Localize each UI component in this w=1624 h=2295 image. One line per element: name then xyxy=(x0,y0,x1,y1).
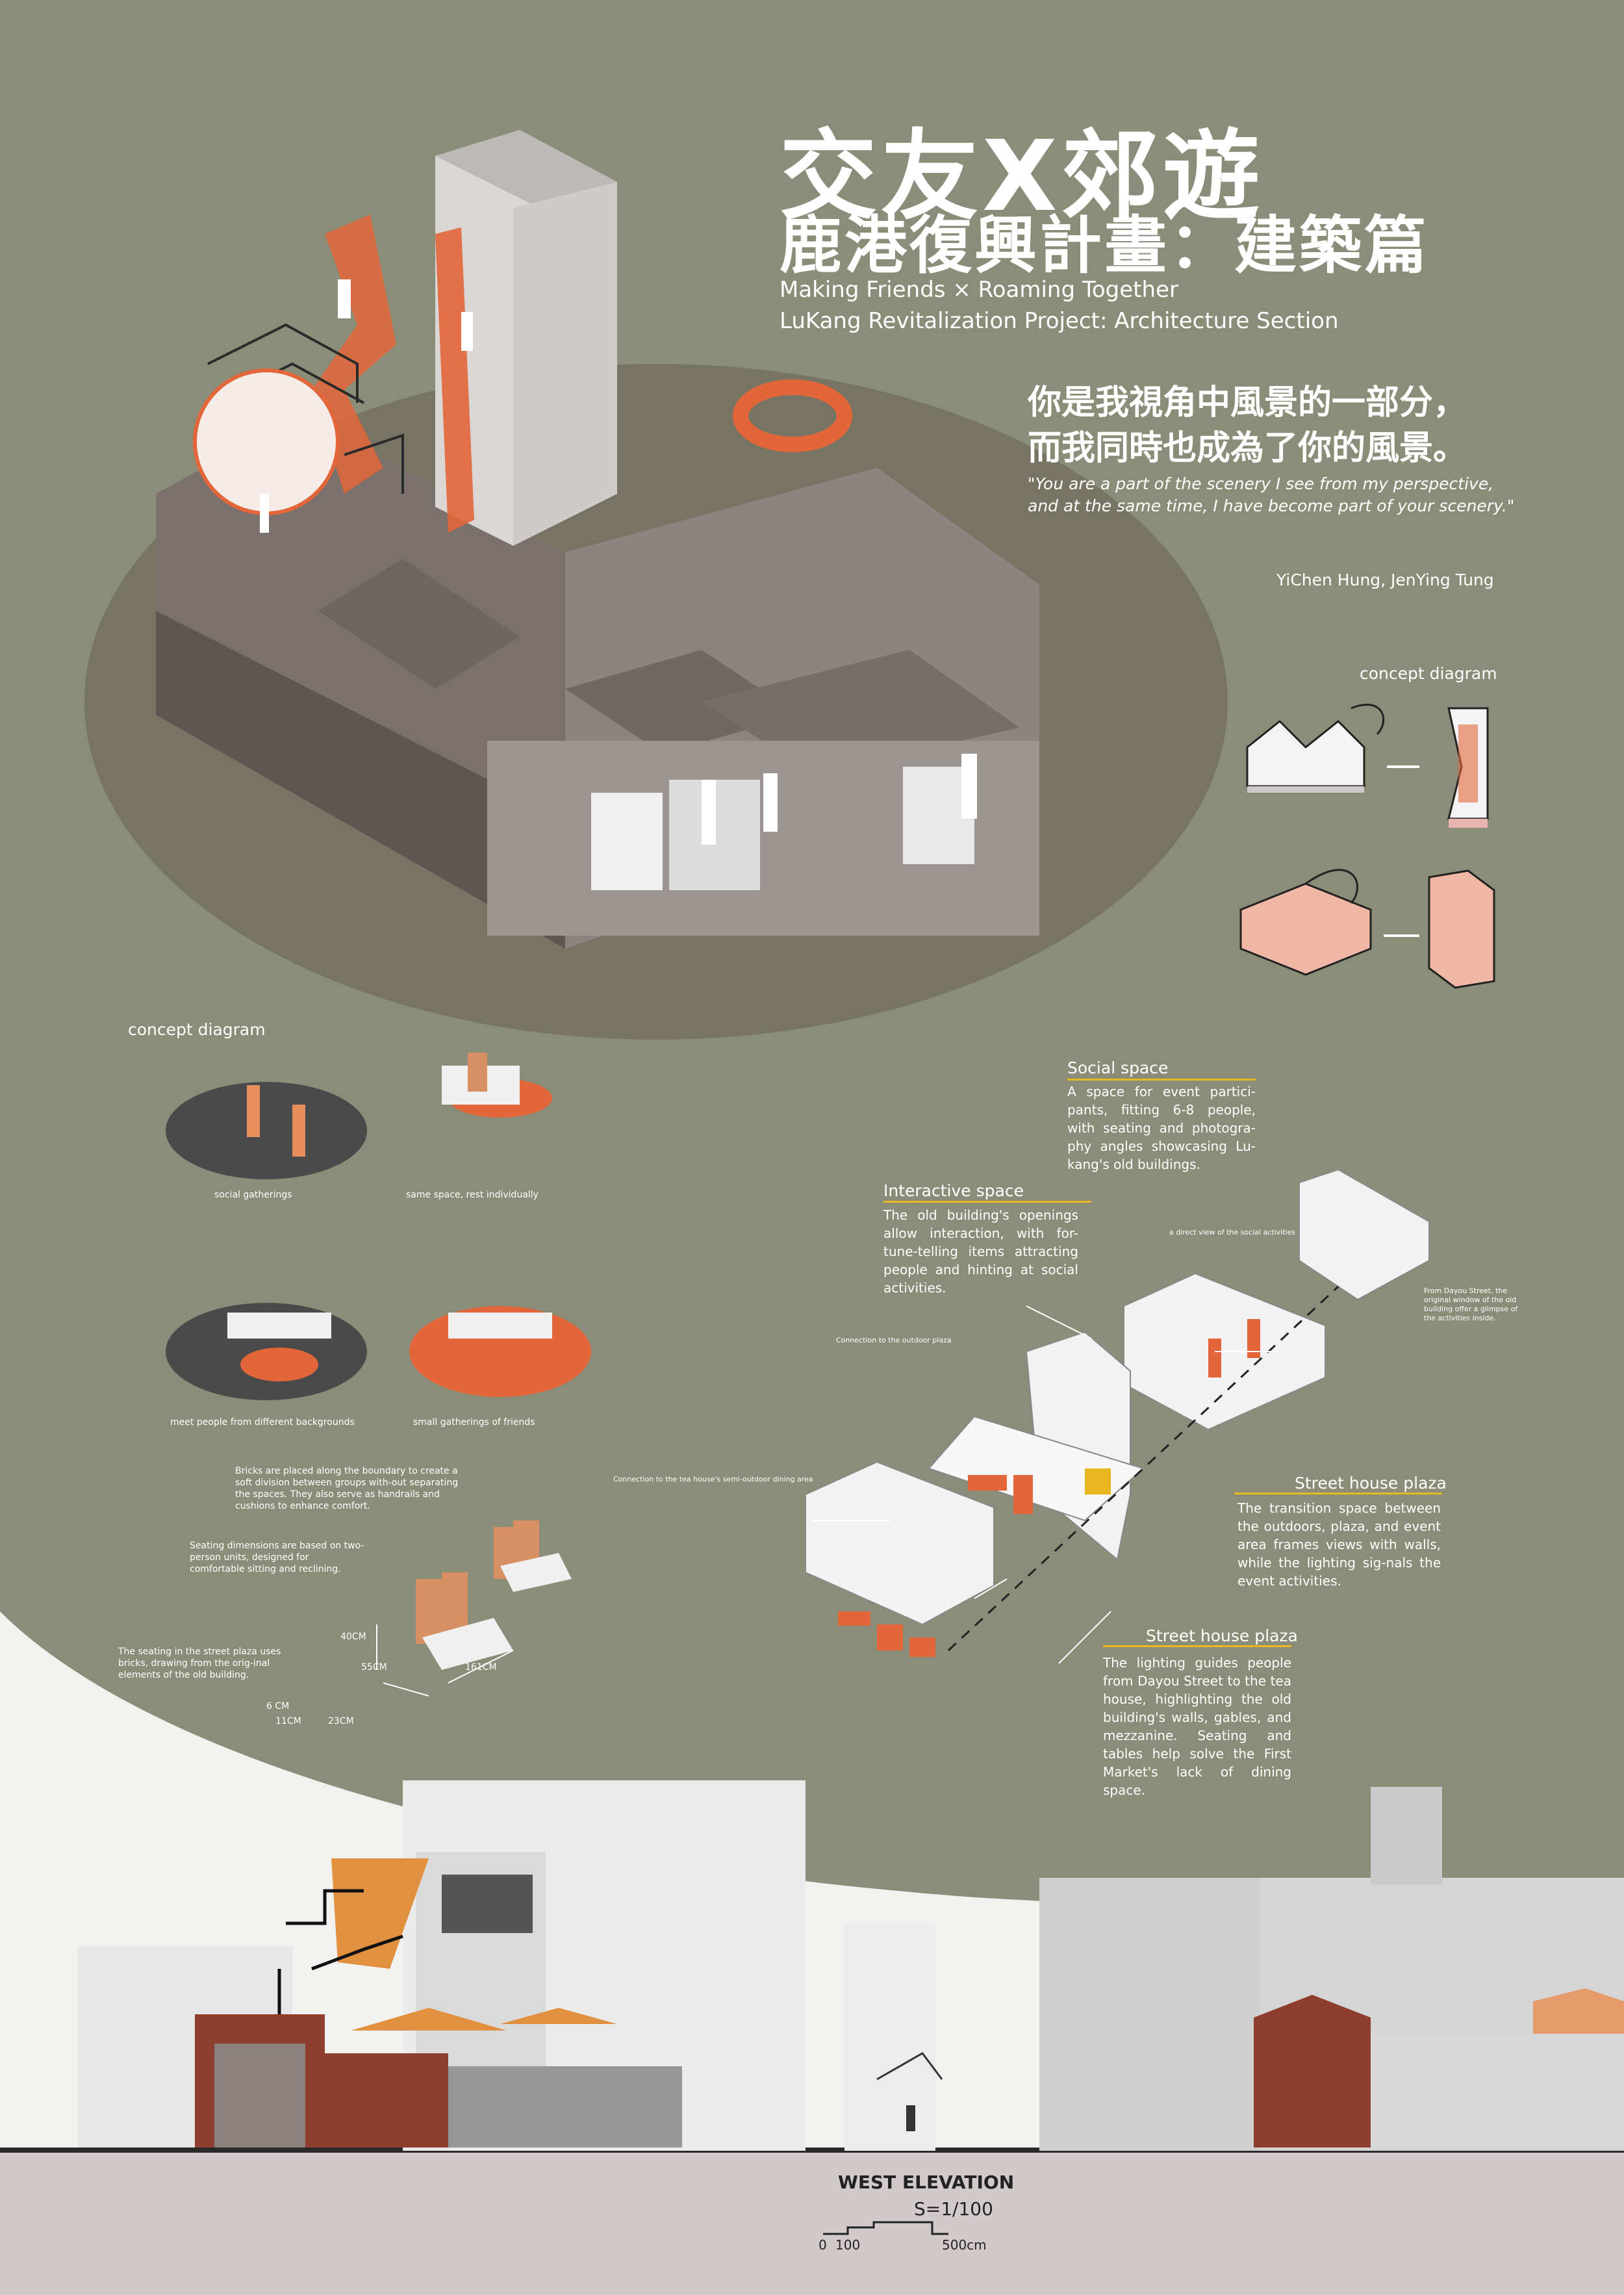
note-teahouse: Connection to the tea house's semi-outdo… xyxy=(613,1475,813,1483)
note-dayou: From Dayou Street, the original window o… xyxy=(1424,1287,1518,1322)
seating-note-bricks: Bricks are placed along the boundary to … xyxy=(235,1466,459,1511)
dim-b: 11CM xyxy=(275,1716,301,1726)
quote-english: "You are a part of the scenery I see fro… xyxy=(1028,473,1514,517)
plaza2-title: Street house plaza xyxy=(1146,1626,1298,1645)
seating-note-material: The seating in the street plaza uses bri… xyxy=(118,1647,281,1680)
scale-bar xyxy=(823,2221,948,2235)
dim-width: 161CM xyxy=(465,1662,497,1673)
title-chinese: 交友X郊遊 xyxy=(780,120,1264,233)
concept-diagram-left xyxy=(166,1053,591,1400)
seating-diagram xyxy=(376,1520,572,1697)
dim-depth: 55CM xyxy=(361,1662,387,1673)
concept-heading-top: concept diagram xyxy=(1360,664,1497,683)
note-outdoor: Connection to the outdoor plaza xyxy=(836,1336,952,1344)
seating-note-dimensions: Seating dimensions are based on two-pers… xyxy=(190,1541,364,1574)
elevation-scale: S=1/100 xyxy=(914,2198,993,2220)
exploded-axonometric xyxy=(805,1168,1430,1664)
quote-english-line1: "You are a part of the scenery I see fro… xyxy=(1028,474,1494,493)
quote-chinese: 你是我視角中風景的一部分， 而我同時也成為了你的風景。 xyxy=(1028,380,1467,471)
social-space-title: Social space xyxy=(1067,1058,1169,1077)
interactive-space-underline xyxy=(883,1201,1091,1203)
concept-label-rest: same space, rest individually xyxy=(406,1190,539,1200)
concept-label-small: small gatherings of friends xyxy=(413,1417,535,1428)
dim-a: 6 CM xyxy=(266,1701,290,1712)
subtitle-chinese: 鹿港復興計畫：建築篇 xyxy=(780,209,1429,282)
scale-bar-start: 0 xyxy=(818,2237,827,2253)
scale-bar-end: 500cm xyxy=(942,2237,987,2253)
quote-chinese-line2: 而我同時也成為了你的風景。 xyxy=(1028,429,1467,468)
elevation-title: WEST ELEVATION xyxy=(838,2172,1015,2193)
quote-chinese-line1: 你是我視角中風景的一部分， xyxy=(1028,383,1467,422)
note-direct-view: a direct view of the social activities xyxy=(1169,1228,1296,1237)
interactive-space-title: Interactive space xyxy=(883,1181,1024,1200)
scale-bar-mid: 100 xyxy=(835,2237,861,2253)
concept-diagram-top xyxy=(1239,704,1495,989)
concept-label-meet: meet people from different backgrounds xyxy=(170,1417,355,1428)
plaza1-title: Street house plaza xyxy=(1295,1474,1447,1493)
social-space-underline xyxy=(1067,1079,1256,1081)
authors: YiChen Hung, JenYing Tung xyxy=(1276,571,1494,589)
plaza1-text: The transition space between the outdoor… xyxy=(1237,1500,1441,1589)
quote-english-line2: and at the same time, I have become part… xyxy=(1028,496,1515,515)
subtitle-english-line1: Making Friends × Roaming Together xyxy=(780,277,1178,303)
concept-label-social: social gatherings xyxy=(214,1190,292,1200)
west-elevation-drawing xyxy=(78,1780,1624,2151)
plaza2-underline xyxy=(1103,1645,1291,1647)
subtitle-english-line2: LuKang Revitalization Project: Architect… xyxy=(780,308,1339,334)
main-axonometric xyxy=(156,130,1039,949)
subtitle-english: Making Friends × Roaming Together LuKang… xyxy=(780,274,1339,337)
dim-height: 40CM xyxy=(340,1632,366,1642)
plaza2-text: The lighting guides people from Dayou St… xyxy=(1103,1655,1291,1798)
dim-c: 23CM xyxy=(328,1716,354,1726)
concept-heading-left: concept diagram xyxy=(128,1020,266,1039)
interactive-space-text: The old building's openings allow intera… xyxy=(883,1207,1078,1296)
social-space-text: A space for event partici-pants, fitting… xyxy=(1067,1084,1256,1172)
plaza1-underline xyxy=(1234,1493,1442,1494)
